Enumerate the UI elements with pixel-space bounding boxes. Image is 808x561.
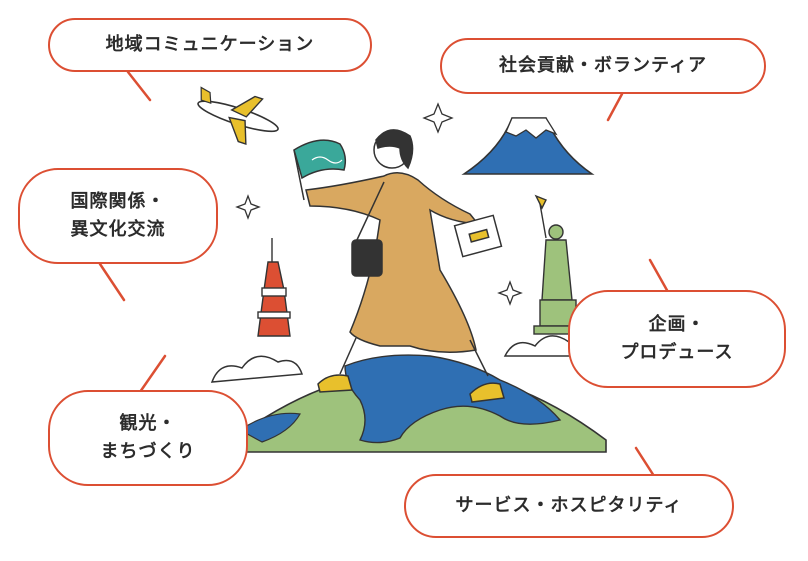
bubble-tourism-line-2: まちづくり xyxy=(100,441,196,462)
bubble-planning-line-1: 企画・ xyxy=(648,314,706,336)
bubble-planning-line-2: プロデュース xyxy=(620,342,734,363)
bubble-tourism-line-1: 観光・ xyxy=(119,413,177,435)
bubble-intercultural: 国際関係・ 異文化交流 xyxy=(18,168,218,264)
girl-figure xyxy=(305,129,505,403)
statue-of-liberty-icon xyxy=(533,194,583,335)
mount-fuji-icon xyxy=(461,117,595,175)
bubble-intercultural-line-2: 異文化交流 xyxy=(70,219,166,240)
bubble-volunteer-label: 社会貢献・ボランティア xyxy=(499,55,707,77)
bubble-community-label: 地域コミュニケーション xyxy=(105,34,315,56)
tokyo-tower-icon xyxy=(257,238,291,337)
bubble-community: 地域コミュニケーション xyxy=(48,18,372,72)
flag-icon xyxy=(293,139,347,201)
airplane-icon xyxy=(197,86,279,145)
bubble-hospitality-label: サービス・ホスピタリティ xyxy=(455,495,683,517)
bubble-intercultural-line-1: 国際関係・ xyxy=(70,191,166,213)
bubble-volunteer: 社会貢献・ボランティア xyxy=(440,38,766,94)
bubble-tourism: 観光・ まちづくり xyxy=(48,390,248,486)
bubble-planning: 企画・ プロデュース xyxy=(568,290,786,388)
sparkle-icons xyxy=(235,102,523,306)
connector-lines xyxy=(98,70,670,478)
bubble-hospitality: サービス・ホスピタリティ xyxy=(404,474,734,538)
